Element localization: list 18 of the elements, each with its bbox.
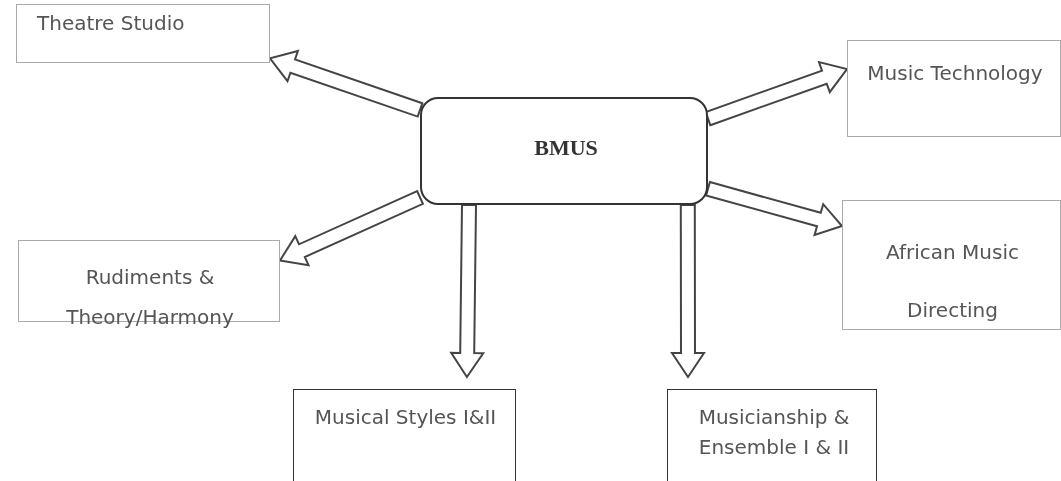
block-arrow bbox=[704, 180, 844, 237]
box-text: Musicianship & Ensemble I & II bbox=[697, 404, 851, 461]
label-box bbox=[293, 389, 516, 481]
block-arrow bbox=[278, 189, 425, 267]
block-arrow bbox=[268, 49, 424, 118]
label-box bbox=[16, 4, 270, 63]
box-text: Music Technology bbox=[866, 60, 1044, 87]
block-arrow bbox=[670, 204, 706, 379]
label-box bbox=[667, 389, 877, 481]
label-box bbox=[842, 200, 1061, 330]
block-arrow bbox=[449, 203, 486, 379]
box-text: Rudiments & Theory/Harmony bbox=[65, 264, 235, 331]
label-box bbox=[847, 40, 1061, 137]
rounded-box bbox=[420, 97, 708, 205]
box-text: African Music Directing bbox=[885, 239, 1020, 324]
heading-text: BMUS bbox=[533, 135, 599, 161]
box-text: Theatre Studio bbox=[37, 11, 186, 35]
box-text: Musical Styles I&II bbox=[313, 404, 498, 431]
